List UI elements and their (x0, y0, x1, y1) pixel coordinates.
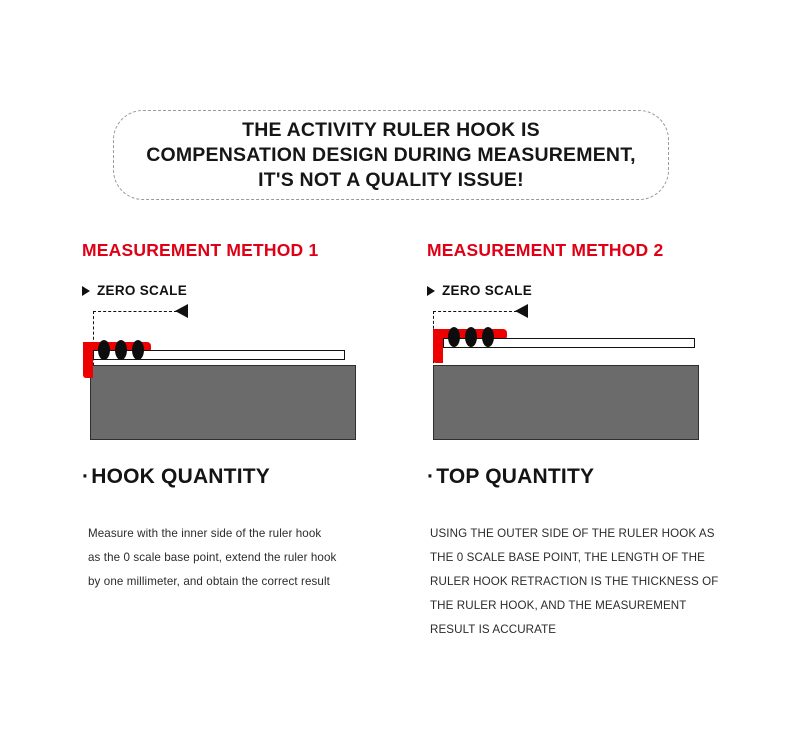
body-line: as the 0 scale base point, extend the ru… (88, 551, 337, 564)
tape-ring-2 (115, 340, 127, 360)
method-1-title: MEASUREMENT METHOD 1 (82, 240, 319, 260)
zero-reference-arrow-icon (175, 304, 188, 318)
method-2-diagram (427, 304, 757, 442)
method-1-zero-scale: ZERO SCALE (82, 283, 412, 298)
body-line: Measure with the inner side of the ruler… (88, 527, 322, 540)
ruler-hook-vertical-leg (83, 342, 93, 378)
method-2-column: MEASUREMENT METHOD 2 ZERO SCALE (427, 240, 757, 442)
workpiece-block (433, 365, 699, 440)
method-1-body-text: Measure with the inner side of the ruler… (88, 522, 378, 594)
zero-reference-horizontal-line (433, 311, 517, 312)
ruler-hook-vertical-leg (433, 329, 443, 363)
tape-ring-3 (132, 340, 144, 360)
method-1-column: MEASUREMENT METHOD 1 ZERO SCALE (82, 240, 412, 442)
caption-text: TOP QUANTITY (436, 465, 595, 488)
body-line: by one millimeter, and obtain the correc… (88, 575, 330, 588)
body-line: USING THE OUTER SIDE OF THE RULER HOOK A… (430, 527, 715, 540)
tape-ring-3 (482, 327, 494, 347)
tape-blade (93, 350, 345, 360)
header-callout-box: THE ACTIVITY RULER HOOK IS COMPENSATION … (113, 110, 669, 200)
zero-scale-label: ZERO SCALE (442, 283, 533, 298)
method-2-caption-title: ·TOP QUANTITY (427, 465, 594, 489)
workpiece-block (90, 365, 356, 440)
body-line: THE RULER HOOK, AND THE MEASUREMENT (430, 599, 687, 612)
triangle-right-icon (82, 285, 90, 296)
method-2-zero-scale: ZERO SCALE (427, 283, 757, 298)
zero-reference-horizontal-line (93, 311, 177, 312)
caption-text: HOOK QUANTITY (91, 465, 270, 488)
zero-scale-label: ZERO SCALE (97, 283, 188, 298)
tape-blade (443, 338, 695, 348)
header-line-3: IT'S NOT A QUALITY ISSUE! (258, 168, 524, 191)
bullet-dot-icon: · (82, 465, 90, 488)
triangle-right-icon (427, 285, 435, 296)
tape-ring-1 (98, 340, 110, 360)
body-line: THE 0 SCALE BASE POINT, THE LENGTH OF TH… (430, 551, 705, 564)
method-2-body-text: USING THE OUTER SIDE OF THE RULER HOOK A… (430, 522, 730, 642)
method-1-caption-title: ·HOOK QUANTITY (82, 465, 270, 489)
method-1-diagram (82, 304, 412, 442)
header-line-1: THE ACTIVITY RULER HOOK IS (242, 118, 540, 141)
method-2-title: MEASUREMENT METHOD 2 (427, 240, 664, 260)
body-line: RULER HOOK RETRACTION IS THE THICKNESS O… (430, 575, 719, 588)
tape-ring-2 (465, 327, 477, 347)
tape-ring-1 (448, 327, 460, 347)
body-line: RESULT IS ACCURATE (430, 623, 557, 636)
bullet-dot-icon: · (427, 465, 435, 488)
header-line-2: COMPENSATION DESIGN DURING MEASUREMENT, (146, 143, 636, 166)
zero-reference-arrow-icon (515, 304, 528, 318)
